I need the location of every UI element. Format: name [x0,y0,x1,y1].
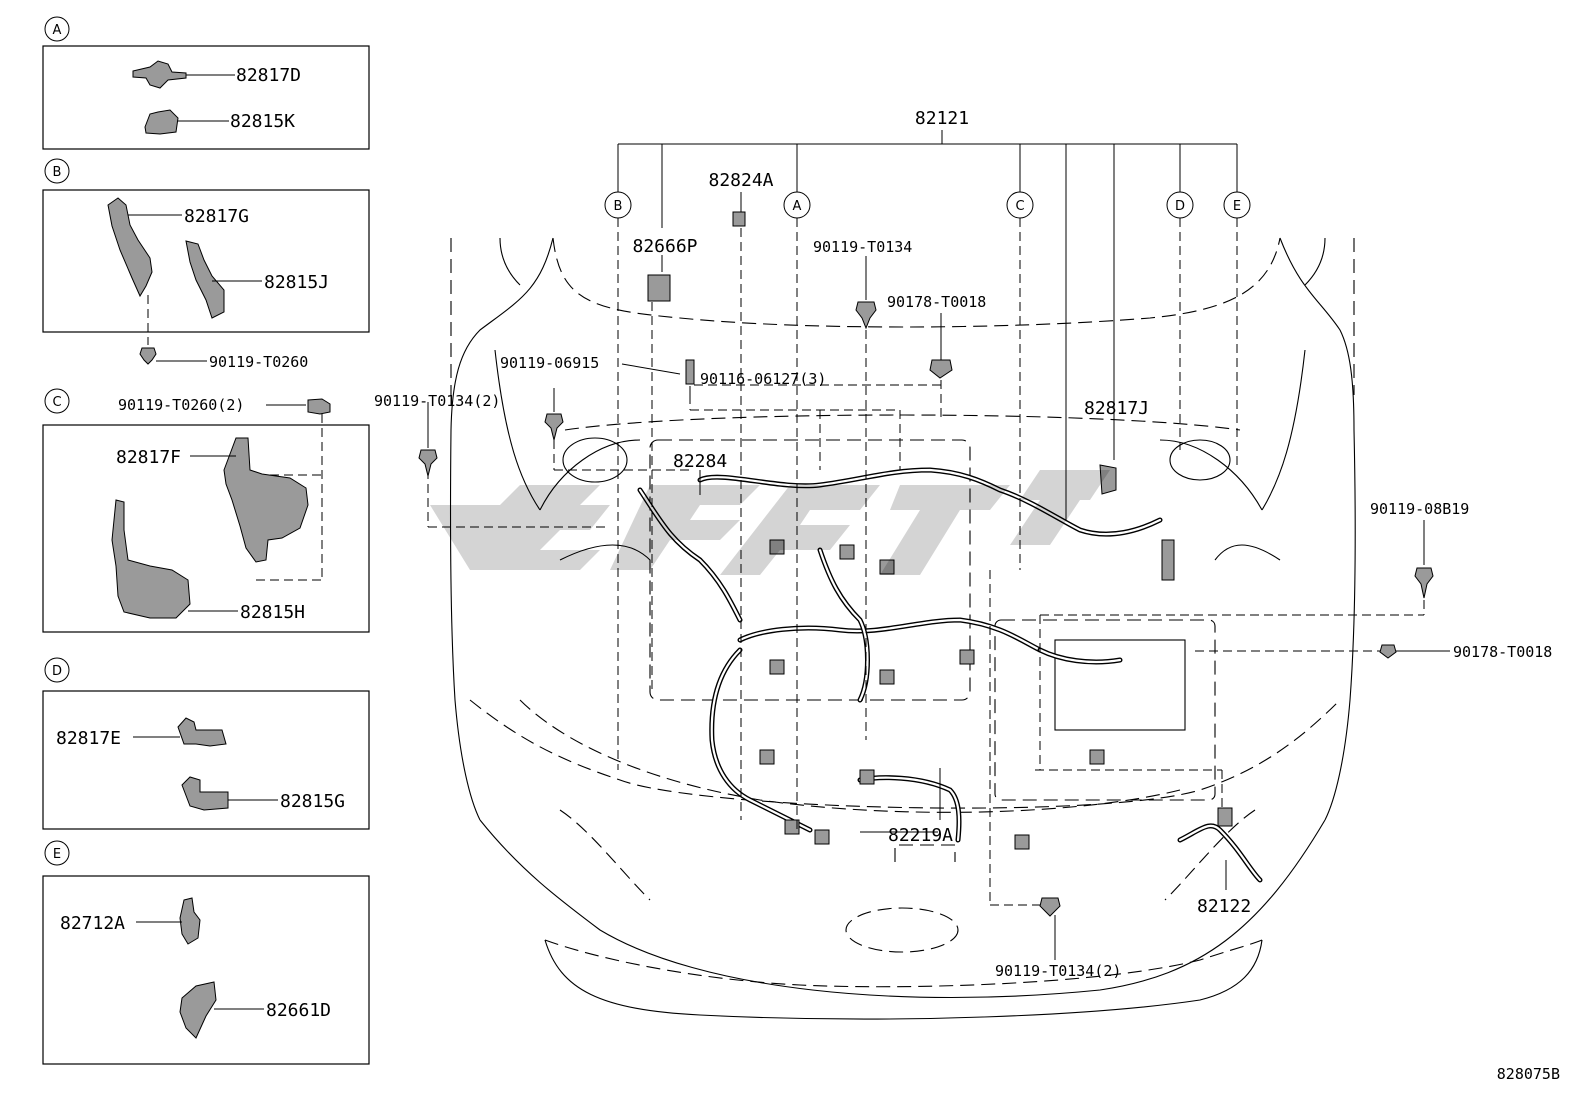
connector [769,539,785,555]
diagram-number: 828075B [1497,1065,1560,1083]
inset-d-letter: D [52,664,62,679]
label-82284: 82284 [673,451,727,472]
clamp-82815g [181,776,229,811]
inset-a: A 82817D 82815K [42,16,370,150]
car-outline [449,237,1356,1020]
clamp-82817g [107,197,153,298]
label-82661d: 82661D [266,1000,331,1021]
clip-82712a [179,897,201,945]
bolt-90119-t0134-bottom [1039,897,1061,917]
marker-e: E [1233,199,1241,214]
clamp-82817j [1099,464,1117,495]
protector-82815j [185,240,225,319]
cable-end [1161,539,1175,581]
inset-b: B 82817G 82815J 90119-T0260 [42,158,370,371]
inset-b-letter: B [53,165,62,180]
label-90119-t0134-2-bottom: 90119-T0134(2) [995,962,1121,980]
label-82817g: 82817G [184,206,249,227]
inset-e: E 82712A 82661D [42,840,370,1065]
label-82815k: 82815K [230,111,295,132]
connector-82666p [647,274,671,302]
inset-d-frame [42,690,370,830]
label-82122: 82122 [1197,896,1251,917]
label-90119-08b19: 90119-08B19 [1370,500,1469,518]
inset-e-letter: E [53,847,61,862]
watermark-graphic [430,470,1110,575]
battery-area [994,619,1216,801]
connector [879,669,895,685]
label-82219a: 82219A [888,825,953,846]
bolt-90119-t0134-left [418,449,438,477]
marker-a: A [793,199,802,214]
emblem-outline [845,907,959,953]
label-90119-t0134-top: 90119-T0134 [813,238,912,256]
connector [1089,749,1105,765]
label-90119-t0134-2-left: 90119-T0134(2) [374,392,500,410]
inset-c-letter: C [52,395,61,410]
connector [1014,834,1030,850]
bolt-90119-t0260-c [307,398,331,415]
inset-c-frame [42,424,370,633]
label-82712a: 82712A [60,913,125,934]
inset-c: C 90119-T0260(2) 82817F 82815H [42,388,370,633]
main-labels: 82121 82824A 82666P 90119-T0134 90178-T0… [374,108,1560,1083]
bolt-90119-t0260 [139,347,157,365]
connector [839,544,855,560]
bolt-90119-t0134-top [855,301,877,330]
clamp-82817f [223,437,309,563]
label-90116-06127: 90116-06127(3) [700,370,826,388]
bolt-90119-06915 [544,413,564,441]
label-82815j: 82815J [264,272,329,293]
connector [769,659,785,675]
connector [814,829,830,845]
marker-d: D [1175,199,1185,214]
battery [1054,639,1186,731]
stud-90116-06127 [685,359,695,385]
label-82817j: 82817J [1084,398,1149,419]
label-82824a: 82824A [708,170,773,191]
label-82815h: 82815H [240,602,305,623]
inset-e-frame [42,875,370,1065]
marker-b: B [614,199,623,214]
protector-82661d [179,981,217,1039]
label-82817d: 82817D [236,65,301,86]
label-90178-t0018-top: 90178-T0018 [887,293,986,311]
clamp-82817d [132,60,187,89]
inset-d: D 82817E 82815G [42,657,370,830]
connector [784,819,800,835]
label-82666p: 82666P [632,236,697,257]
marker-circles: B A C D E [604,191,1251,219]
label-90119-t0260: 90119-T0260 [209,353,308,371]
clip-82122 [1217,807,1233,827]
label-82815g: 82815G [280,791,345,812]
label-82817e: 82817E [56,728,121,749]
nut-90178-t0018-right [1379,644,1397,659]
label-82121: 82121 [915,108,969,129]
nut-90178-t0018-top [929,359,953,379]
connector [959,649,975,665]
main-leaders [427,130,1450,960]
bolt-90119-08b19 [1414,567,1434,599]
wire-harness [637,211,1263,883]
bracket-82815k [144,109,179,135]
marker-c: C [1015,199,1024,214]
connector [879,559,895,575]
label-90178-t0018-right: 90178-T0018 [1453,643,1552,661]
inset-b-frame [42,189,370,333]
fasteners [418,301,1434,917]
bracket-82815h [111,499,191,619]
label-90119-t0260-2: 90119-T0260(2) [118,396,244,414]
inset-a-letter: A [53,23,62,38]
label-82817f: 82817F [116,447,181,468]
connector [859,769,875,785]
inset-a-frame [42,45,370,150]
label-90119-06915: 90119-06915 [500,354,599,372]
clamp-82817e [177,717,227,747]
connector [759,749,775,765]
clip-82824a [732,211,746,227]
